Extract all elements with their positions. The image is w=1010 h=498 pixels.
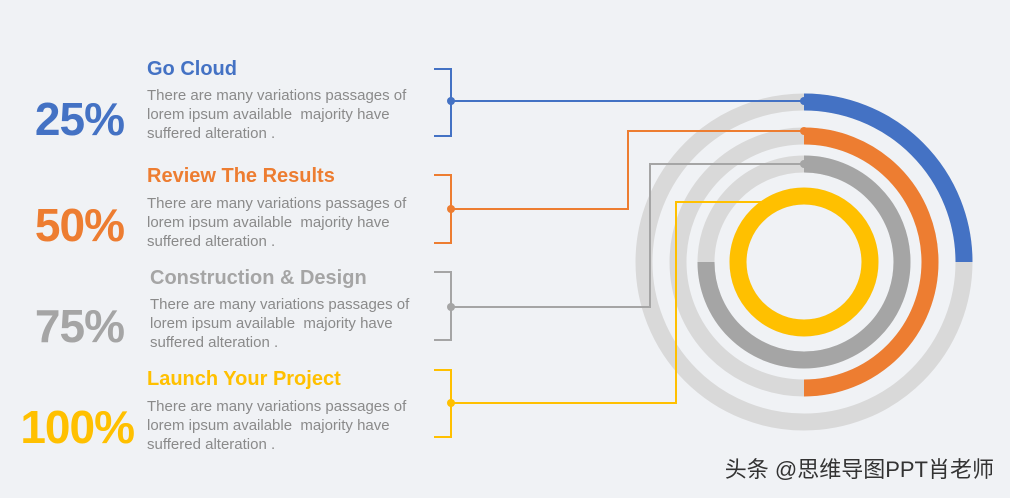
progress-arc-review-results [803, 127, 939, 397]
dot-go-cloud-left [447, 97, 455, 105]
percent-review-results: 50% [34, 199, 125, 251]
dot-review-results-left [447, 205, 455, 213]
title-review-results: Review The Results [147, 165, 335, 187]
title-launch-project: Launch Your Project [147, 368, 341, 390]
progress-arc-go-cloud [803, 93, 973, 263]
title-go-cloud: Go Cloud [147, 58, 237, 80]
percent-construction-design: 75% [34, 300, 125, 352]
dot-construction-design-left [447, 303, 455, 311]
connector-launch-project [451, 201, 780, 404]
dot-launch-project-left [447, 399, 455, 407]
dot-construction-design-right [800, 160, 808, 168]
connector-review-results [451, 130, 804, 210]
title-construction-design: Construction & Design [150, 267, 367, 289]
watermark-text: 头条 @思维导图PPT肖老师 [724, 457, 994, 482]
dot-review-results-right [800, 127, 808, 135]
percent-go-cloud: 25% [34, 93, 125, 145]
progress-arc-launch-project [729, 187, 879, 337]
percent-launch-project: 100% [20, 401, 135, 453]
dot-go-cloud-right [800, 97, 808, 105]
progress-arc-construction-design [697, 155, 911, 369]
connector-construction-design [451, 163, 804, 308]
